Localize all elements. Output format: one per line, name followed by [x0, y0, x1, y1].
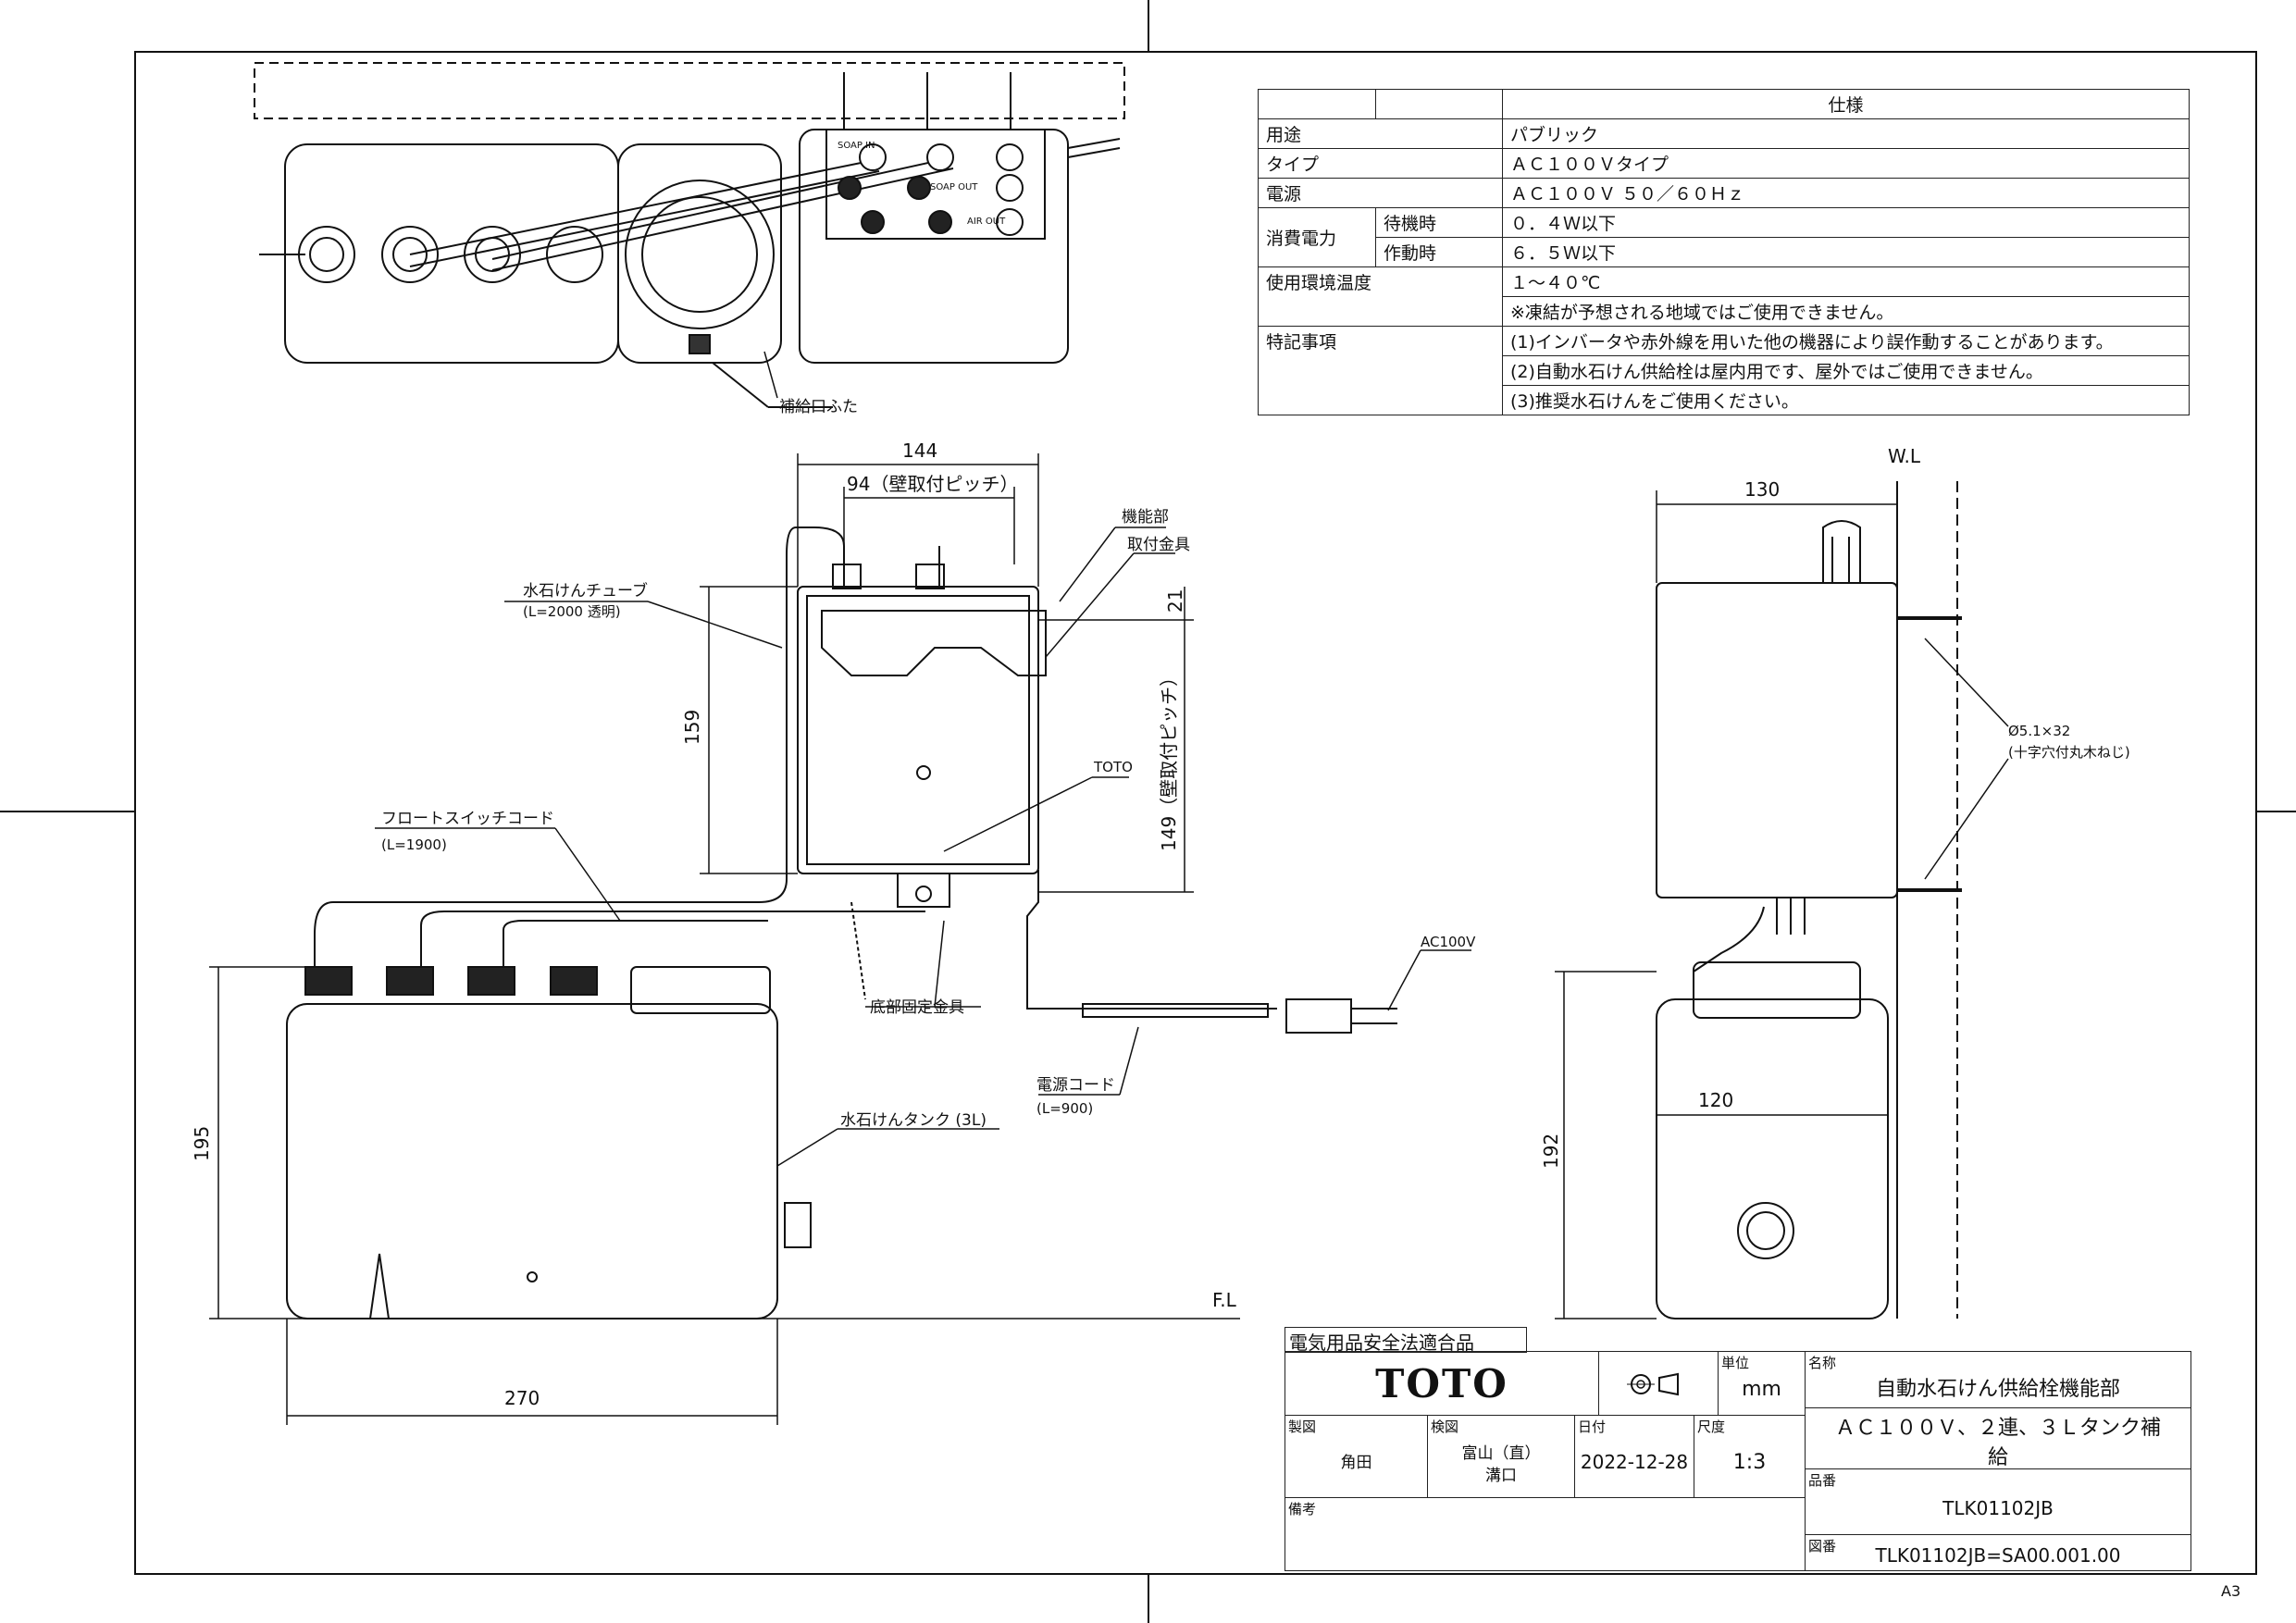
- float-cord-label: フロートスイッチコード: [381, 810, 554, 828]
- front-view: [286, 527, 1397, 1319]
- power-cord-length: (L=900): [1036, 1100, 1093, 1117]
- fl-label: F.L: [1212, 1289, 1237, 1311]
- part-no-cell: 品番 TLK01102JB: [1805, 1468, 2191, 1535]
- ac100v-label: AC100V: [1421, 934, 1476, 950]
- drawn-label: 製図: [1288, 1419, 1317, 1435]
- spec-header-row: 仕様: [1258, 89, 2190, 119]
- soap-in-port-label: SOAP IN: [838, 141, 875, 151]
- remarks-label: 備考: [1288, 1501, 1317, 1518]
- remarks-cell: 備考: [1285, 1497, 1806, 1571]
- bottom-bracket-label: 底部固定金具: [870, 998, 964, 1017]
- product-description: ＡＣ１００Ｖ、２連、３Ｌタンク補給: [1834, 1417, 2161, 1469]
- dimension-lines: [209, 453, 1897, 1425]
- drawing-no-cell: 図番 TLK01102JB=SA00.001.00: [1805, 1534, 2191, 1571]
- checked-by-2: 溝口: [1485, 1467, 1517, 1485]
- toto-logo: TOTO: [1375, 1361, 1508, 1406]
- float-cord-length: (L=1900): [381, 836, 447, 853]
- dim-144: 144: [902, 440, 937, 462]
- name-label: 名称: [1808, 1355, 1837, 1371]
- checked-by-1: 富山（直）: [1461, 1444, 1541, 1463]
- function-unit-label: 機能部: [1122, 508, 1169, 527]
- date-value: 2022-12-28: [1580, 1451, 1689, 1473]
- spec-row: (2)自動水石けん供給栓は屋内用です、屋外ではご使用できません。: [1259, 355, 2190, 386]
- title-block: 電気用品安全法適合品 TOTO 単位 mm 名称 自動水石けん供給栓機能部 ＡＣ…: [1285, 1327, 2191, 1571]
- screw-note-label: (十字穴付丸木ねじ): [2008, 744, 2130, 761]
- dim-21: 21: [1164, 589, 1186, 613]
- date-label: 日付: [1578, 1419, 1607, 1435]
- toto-mark-label: TOTO: [1093, 759, 1133, 775]
- dim-192: 192: [1540, 1134, 1562, 1169]
- tank-label: 水石けんタンク (3L): [840, 1111, 987, 1130]
- name-cell: 名称 自動水石けん供給栓機能部 ＡＣ１００Ｖ、２連、３Ｌタンク補給: [1805, 1351, 2191, 1469]
- port-circles: [838, 143, 1024, 236]
- logo-cell: TOTO: [1285, 1351, 1599, 1416]
- dim-149: 149（壁取付ピッチ）: [1158, 668, 1180, 851]
- third-angle-projection-icon: [1627, 1372, 1679, 1396]
- scale-label: 尺度: [1697, 1419, 1726, 1435]
- checked-label: 検図: [1431, 1419, 1459, 1435]
- spec-row: (3)推奨水石けんをご使用ください。: [1259, 385, 2190, 415]
- drawing-no-label: 図番: [1808, 1538, 1837, 1555]
- refill-lid-label: 補給口ふた: [779, 398, 858, 416]
- soap-out-port-label: SOAP OUT: [930, 182, 978, 192]
- sheet-size-label: A3: [2221, 1582, 2240, 1600]
- part-no-label: 品番: [1808, 1472, 1837, 1489]
- product-name: 自動水石けん供給栓機能部: [1875, 1378, 2120, 1401]
- air-out-port-label: AIR OUT: [967, 217, 1006, 227]
- dim-195: 195: [191, 1126, 213, 1161]
- soap-tube-length: (L=2000 透明): [523, 603, 621, 620]
- wl-label: W.L: [1888, 445, 1921, 467]
- projection-symbol-cell: [1598, 1351, 1719, 1416]
- dim-159: 159: [681, 710, 703, 745]
- dim-270: 270: [504, 1387, 540, 1409]
- part-no-value: TLK01102JB: [1942, 1497, 2054, 1519]
- scale-value: 1:3: [1732, 1451, 1767, 1474]
- mount-bracket-label: 取付金具: [1127, 536, 1190, 554]
- dim-130: 130: [1744, 478, 1780, 501]
- unit-cell: 単位 mm: [1718, 1351, 1806, 1416]
- drawn-by: 角田: [1340, 1454, 1372, 1472]
- unit-value: mm: [1742, 1378, 1781, 1401]
- screw-label: Ø5.1×32: [2008, 723, 2070, 739]
- scale-cell: 尺度 1:3: [1694, 1415, 1806, 1498]
- drawing-no-value: TLK01102JB=SA00.001.00: [1875, 1544, 2121, 1567]
- cert-label: 電気用品安全法適合品: [1285, 1327, 1527, 1354]
- power-cord-label: 電源コード: [1036, 1076, 1115, 1095]
- dim-120: 120: [1698, 1089, 1733, 1111]
- spec-header: 仕様: [1502, 89, 2190, 119]
- date-cell: 日付 2022-12-28: [1574, 1415, 1694, 1498]
- drawn-cell: 製図 角田: [1285, 1415, 1428, 1498]
- soap-tube-label: 水石けんチューブ: [523, 581, 648, 601]
- dim-94: 94（壁取付ピッチ）: [847, 473, 1018, 495]
- leader-lines: [375, 351, 2009, 1167]
- spec-row: 用途パブリック: [1258, 118, 2190, 149]
- top-view: [254, 62, 1125, 408]
- side-view: [1656, 481, 1962, 1319]
- unit-label: 単位: [1721, 1355, 1750, 1371]
- spec-row: 特記事項(1)インバータや赤外線を用いた他の機器により誤作動することがあります。: [1258, 326, 2190, 415]
- checked-cell: 検図 富山（直） 溝口: [1427, 1415, 1575, 1498]
